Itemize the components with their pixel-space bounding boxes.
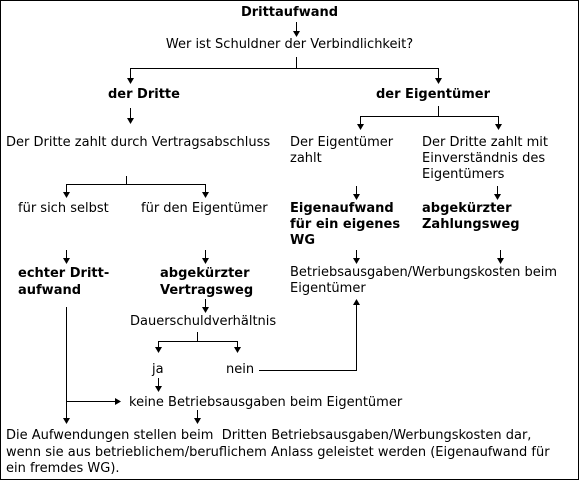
arrow-to-owner-pays [357, 116, 364, 130]
result-own-expense: Eigenaufwand für ein eigenes WG [290, 201, 400, 249]
result-business-expenses-owner-line: Betriebsausgaben/Werbungskosten beim [290, 265, 558, 280]
node-third-pays-with-consent-line: Einverständnis des [422, 151, 546, 166]
arrow-to-third-pays-with-consent [495, 116, 502, 130]
node-for-self: für sich selbst [18, 201, 109, 216]
conclusion-line: wenn sie aus betrieblichem/beruflichem A… [6, 444, 550, 460]
connector-no-to-business-expenses [259, 299, 360, 371]
result-own-expense-line: WG [290, 233, 316, 248]
result-business-expenses-owner-line: Eigentümer [290, 281, 366, 296]
connector-question-split [130, 57, 439, 69]
node-third-pays-by-contract: Der Dritte zahlt durch Vertragsabschluss [6, 135, 271, 150]
result-shortened-payment-route-line: Zahlungsweg [422, 217, 520, 232]
result-genuine-third-party-expense-line: echter Dritt- [18, 266, 110, 281]
node-for-owner: für den Eigentümer [141, 201, 268, 216]
result-genuine-third-party-expense: echter Dritt- aufwand [18, 265, 109, 299]
node-owner-pays: Der Eigentümer zahlt [290, 135, 393, 167]
branch-owner-label: der Eigentümer [376, 87, 491, 102]
question-debtor: Wer ist Schuldner der Verbindlichkeit? [165, 37, 414, 52]
conclusion-text: Die Aufwendungen stellen beim Dritten Be… [6, 428, 550, 478]
result-shortened-payment-route-line: abgekürzter [422, 201, 512, 216]
arrow-to-yes [155, 341, 162, 353]
arrow-no-business-expenses-to-conclusion [194, 410, 201, 424]
result-business-expenses-owner: Betriebsausgaben/Werbungskosten beim Eig… [290, 265, 557, 297]
result-genuine-third-party-expense-line: aufwand [18, 283, 82, 298]
arrow-to-own-expense [353, 186, 360, 200]
branch-third-party-label: der Dritte [108, 87, 180, 102]
arrow-to-shortened-contract-route [202, 250, 209, 264]
node-owner-pays-line: zahlt [290, 151, 322, 166]
result-no-business-expenses: keine Betriebsausgaben beim Eigentümer [129, 395, 403, 410]
arrow-to-shortened-payment-route [494, 186, 501, 200]
result-own-expense-line: Eigenaufwand [290, 201, 394, 216]
connector-contract-split [66, 176, 206, 185]
node-third-pays-with-consent-line: Eigentümers [422, 167, 505, 182]
answer-yes: ja [152, 362, 164, 377]
node-owner-pays-line: Der Eigentümer [290, 135, 394, 150]
node-third-pays-with-consent: Der Dritte zahlt mit Einverständnis des … [422, 135, 548, 183]
result-shortened-contract-route-line: abgekürzter [160, 266, 250, 281]
node-third-pays-with-consent-line: Der Dritte zahlt mit [422, 135, 549, 150]
connector-owner-split [360, 106, 499, 117]
arrow-own-expense-to-business-expenses [353, 250, 360, 264]
arrow-shortened-payment-to-business-expenses [497, 250, 504, 264]
question-continuing-obligation: Dauerschuldverhältnis [130, 314, 277, 329]
result-own-expense-line: für ein eigenes [290, 217, 401, 232]
diagram-title: Drittaufwand [240, 5, 339, 20]
arrow-to-third-party [127, 68, 134, 84]
result-shortened-contract-route-line: Vertragsweg [160, 283, 254, 298]
arrow-to-owner [435, 68, 442, 84]
arrow-third-party-to-contract [127, 108, 134, 124]
arrow-genuine-expense-to-conclusion [63, 307, 70, 424]
arrow-to-for-self [63, 184, 70, 198]
connector-continuing-obligation-split [158, 332, 238, 342]
arrow-genuine-expense-to-no-business-expenses [66, 398, 121, 405]
arrow-yes-to-no-business-expenses [155, 378, 162, 392]
conclusion-line: Die Aufwendungen stellen beim Dritten Be… [6, 428, 532, 443]
arrow-title-to-question [293, 22, 300, 37]
answer-no: nein [226, 362, 255, 377]
arrow-to-continuing-obligation [202, 299, 209, 313]
conclusion-line: ein fremdes WG). [6, 461, 120, 476]
result-shortened-payment-route: abgekürzter Zahlungsweg [422, 201, 520, 233]
arrow-to-for-owner [202, 184, 209, 198]
arrow-to-genuine-third-party-expense [63, 250, 70, 264]
result-shortened-contract-route: abgekürzter Vertragsweg [160, 265, 253, 299]
arrow-to-no [234, 341, 241, 353]
